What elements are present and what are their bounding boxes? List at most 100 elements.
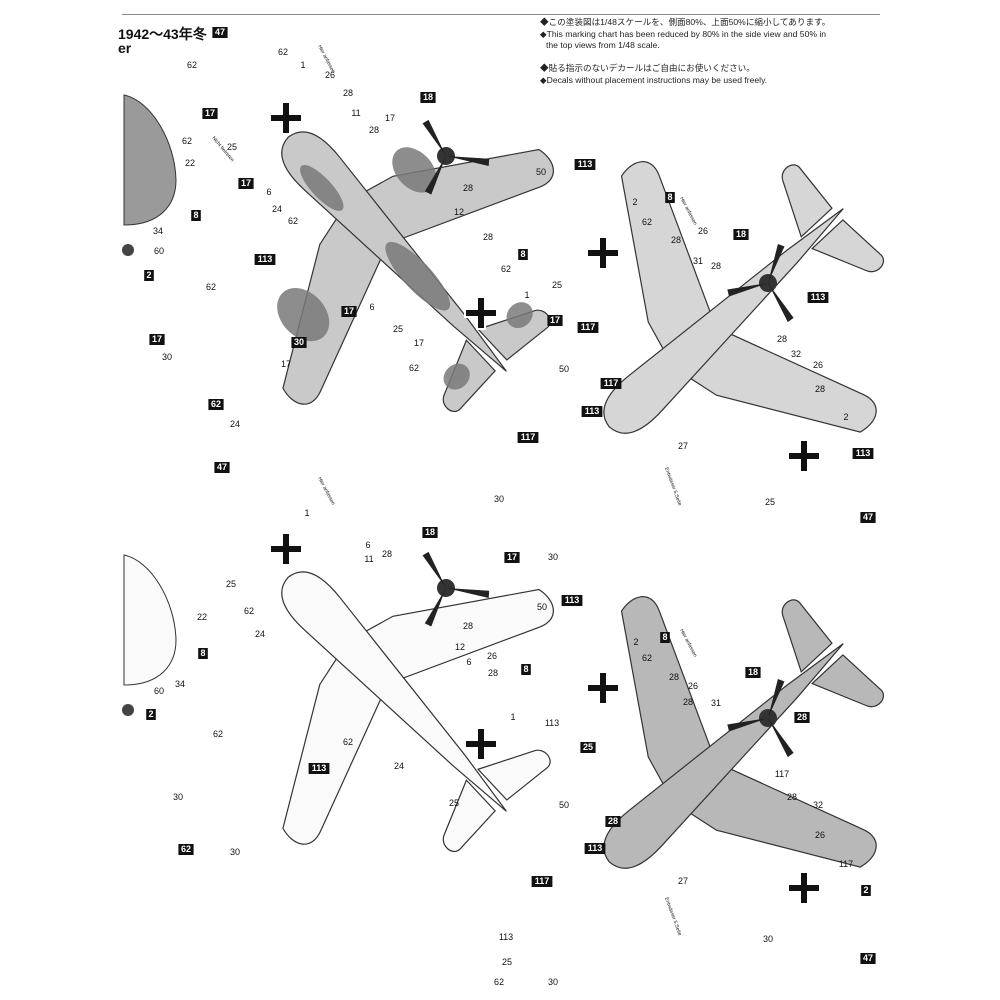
- scale-note-en-1: ◆This marking chart has been reduced by …: [540, 29, 827, 39]
- label-text-v1-17: 28: [463, 183, 473, 193]
- label-v4-1: 113: [561, 595, 583, 606]
- label-text-v2-20: 27: [678, 441, 688, 451]
- label-v4-8: 28: [683, 697, 693, 707]
- label-v2-14: 32: [791, 349, 801, 359]
- label-v1-25: 17: [547, 315, 563, 326]
- label-text-v4-13: 117: [775, 769, 789, 779]
- label-text-v3-29: 30: [230, 847, 240, 857]
- label-v2-9: 28: [711, 261, 721, 271]
- stencil-hier-3: Hier anfassen: [316, 476, 336, 506]
- label-text-v2-12: 117: [581, 322, 596, 332]
- label-text-v3-6: 25: [226, 579, 236, 589]
- label-text-v2-14: 32: [791, 349, 801, 359]
- label-text-v3-27: 30: [173, 792, 183, 802]
- label-v4-16: 26: [815, 830, 825, 840]
- label-v1-2: 62: [278, 47, 288, 57]
- label-text-v4-28: 47: [863, 953, 873, 963]
- label-text-v1-7: 28: [369, 125, 379, 135]
- label-text-v4-22: 2: [863, 885, 868, 895]
- v1-side-fragment: [123, 94, 177, 226]
- label-v2-25: 17: [504, 552, 520, 563]
- label-text-v2-18: 113: [585, 406, 600, 416]
- label-v1-23: 113: [254, 254, 276, 265]
- label-text-v4-24: 30: [763, 934, 773, 944]
- label-v4-14: 28: [787, 792, 797, 802]
- stencil-hier-2: Hier anfassen: [678, 196, 698, 226]
- label-v3-28: 62: [178, 844, 194, 855]
- label-text-v3-0: 47: [217, 462, 227, 472]
- label-text-v1-6: 11: [351, 108, 360, 118]
- label-text-v3-11: 6: [466, 657, 471, 667]
- label-text-v2-27: 47: [863, 512, 873, 522]
- page-title: 1942～43年冬: [118, 26, 207, 42]
- label-text-v4-3: 2: [633, 637, 638, 647]
- label-v2-21: 113: [852, 448, 874, 459]
- label-text-v1-2: 62: [278, 47, 288, 57]
- label-v3-8: 24: [255, 629, 265, 639]
- label-v4-25: 25: [502, 957, 512, 967]
- label-text-v1-25: 17: [550, 315, 560, 325]
- label-text-v2-24: 25: [765, 497, 775, 507]
- label-v1-21: 8: [518, 249, 528, 260]
- label-text-v1-30: 62: [211, 399, 221, 409]
- label-v3-12: 26: [487, 651, 497, 661]
- label-text-v1-21: 8: [520, 249, 525, 259]
- label-text-v4-2: 8: [662, 632, 667, 642]
- label-text-v1-0: 47: [215, 27, 225, 37]
- label-v3-25: 25: [449, 798, 459, 808]
- scale-note-jp: ◆この塗装図は1/48スケールを、側面80%、上面50%に縮小してあります。: [540, 17, 831, 27]
- label-text-v2-6: 26: [698, 226, 708, 236]
- label-v1-24: 1: [524, 290, 529, 300]
- label-text-v3-25: 25: [449, 798, 459, 808]
- label-v3-4: 28: [382, 549, 392, 559]
- label-text-v4-26: 30: [548, 977, 558, 987]
- label-text-v1-27: 17: [152, 334, 162, 344]
- header-rule: [122, 14, 880, 15]
- label-v3-9: 28: [463, 621, 473, 631]
- label-v4-13: 117: [775, 769, 789, 779]
- label-text-v1-10: 25: [227, 142, 237, 152]
- label-v1-10: 25: [227, 142, 237, 152]
- label-v2-8: 31: [693, 256, 703, 266]
- stencil-entwasser-2: Entwässer 5.Seite: [663, 467, 682, 507]
- label-text-v3-3: 11: [364, 554, 373, 564]
- label-text-v2-0: 50: [536, 167, 546, 177]
- label-text-v1-31: 24: [230, 419, 240, 429]
- label-v2-19: 2: [843, 412, 848, 422]
- v4-cross-left: [586, 671, 620, 705]
- label-text-v2-23: 30: [494, 494, 504, 504]
- label-v3-24: 24: [394, 761, 404, 771]
- label-v3-21: 62: [343, 737, 353, 747]
- label-text-v2-26: 30: [548, 552, 558, 562]
- label-text-v2-17: 117: [604, 378, 619, 388]
- label-text-v3-26: 50: [559, 800, 569, 810]
- decal-note-jp: ◆貼る指示のないデカールはご自由にお使いください。: [540, 63, 755, 73]
- label-text-v2-15: 26: [813, 360, 823, 370]
- label-text-v3-9: 28: [463, 621, 473, 631]
- label-v4-27: 62: [494, 977, 504, 987]
- label-v3-14: 8: [521, 664, 531, 675]
- label-v2-4: 62: [642, 217, 652, 227]
- label-v3-23: 113: [308, 763, 330, 774]
- label-v1-5: 28: [343, 88, 353, 98]
- label-text-v3-23: 113: [312, 763, 327, 773]
- label-v3-16: 8: [198, 648, 208, 659]
- label-v1-22: 62: [501, 264, 511, 274]
- label-text-v3-20: 62: [213, 729, 223, 739]
- label-text-v1-41: 2: [146, 270, 151, 280]
- label-v3-13: 28: [488, 668, 498, 678]
- v3-side-fragment: [123, 554, 177, 686]
- label-text-v4-10: 28: [797, 712, 807, 722]
- label-text-v2-25: 17: [507, 552, 517, 562]
- label-text-v4-15: 32: [813, 800, 823, 810]
- label-text-v1-42: 8: [193, 210, 198, 220]
- view-1-topside-camo: [158, 16, 636, 493]
- label-text-v1-24: 1: [524, 290, 529, 300]
- label-v3-1: 1: [304, 508, 309, 518]
- label-text-v2-22: 117: [521, 432, 536, 442]
- label-v4-4: 62: [642, 653, 652, 663]
- label-v1-12: 22: [185, 158, 195, 168]
- label-text-v1-13: 17: [241, 178, 251, 188]
- label-text-v2-16: 28: [815, 384, 825, 394]
